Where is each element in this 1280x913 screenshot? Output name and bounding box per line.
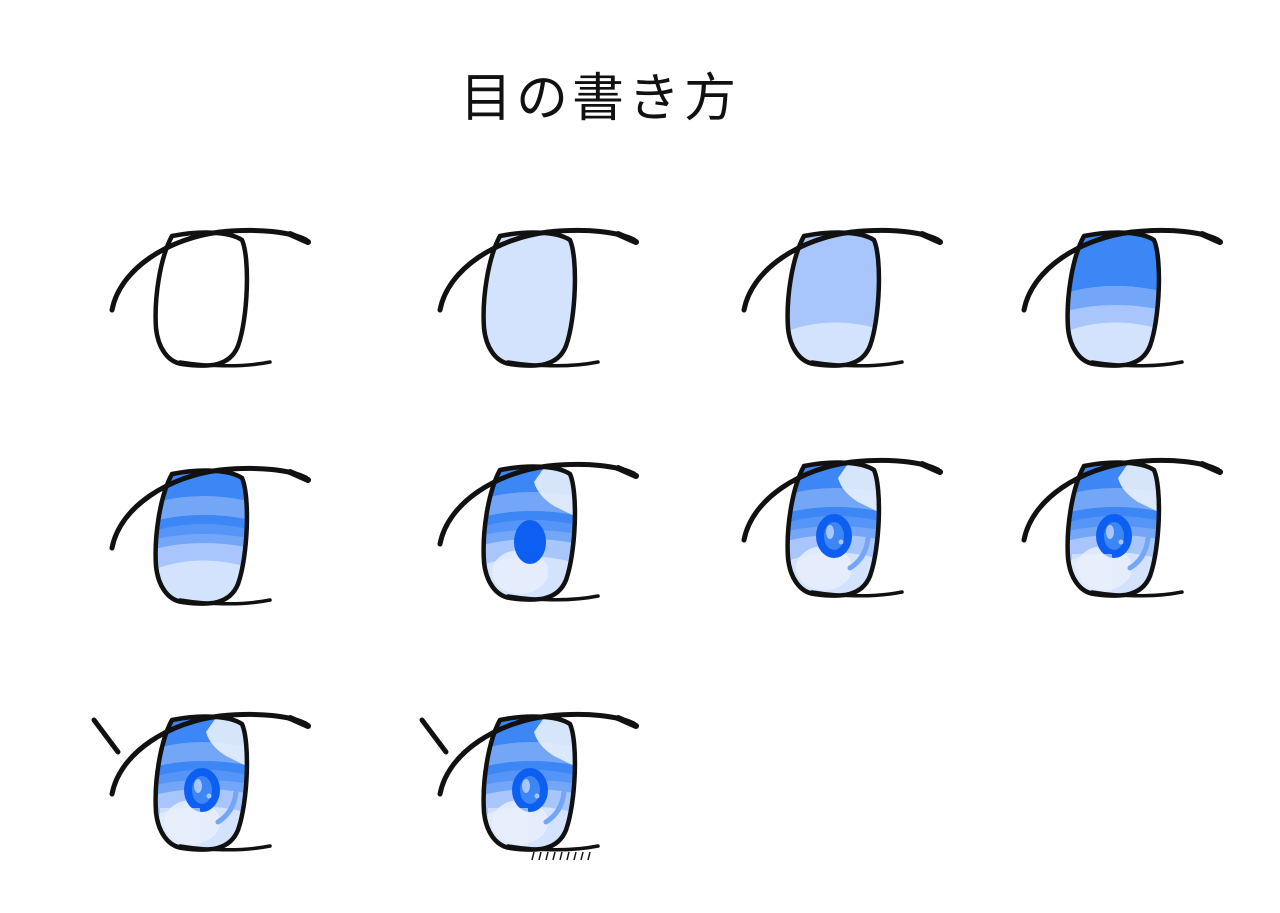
eye-outline — [1065, 460, 1162, 598]
lower-lashes — [531, 851, 591, 861]
upper-lash-line — [109, 711, 309, 797]
lower-lid-line — [506, 360, 600, 368]
lower-lid-line — [178, 844, 272, 852]
eye-outline — [481, 464, 578, 602]
lower-lid-line — [178, 360, 272, 368]
lower-lid-line — [506, 594, 600, 602]
lower-lid-line — [810, 590, 904, 598]
eye-outline — [785, 460, 882, 598]
upper-lash-line — [1021, 227, 1221, 313]
upper-lash-line — [437, 711, 637, 797]
iris-fill — [1067, 462, 1159, 596]
upper-lash-line — [741, 457, 941, 543]
lower-lid-line — [506, 844, 600, 852]
upper-lash-line — [109, 465, 309, 551]
eye-outline — [153, 230, 250, 368]
iris-fill — [155, 470, 247, 604]
iris-fill — [483, 232, 575, 366]
lower-lid-line — [1090, 590, 1184, 598]
eye-outline — [481, 714, 578, 852]
eye-outline — [153, 468, 250, 606]
eye-outline — [481, 230, 578, 368]
eye-step-3 — [741, 227, 943, 368]
eye-step-2 — [437, 227, 639, 368]
eye-step-8 — [1021, 457, 1223, 598]
eye-outline — [1065, 230, 1162, 368]
upper-lash-line — [437, 461, 637, 547]
lower-lid-line — [178, 598, 272, 606]
outer-eyelash — [91, 717, 121, 755]
pupil — [514, 520, 546, 564]
eye-step-10 — [419, 711, 639, 861]
eye-step-9 — [91, 711, 311, 852]
upper-lash-line — [1021, 457, 1221, 543]
eye-step-5 — [109, 465, 311, 606]
page-title: 目の書き方 — [459, 69, 740, 129]
eye-step-6 — [437, 461, 639, 602]
eye-outline — [153, 714, 250, 852]
upper-lash-line — [437, 227, 637, 313]
upper-lash-line — [741, 227, 941, 313]
lower-lid-line — [810, 360, 904, 368]
lower-lid-line — [1090, 360, 1184, 368]
outer-eyelash — [419, 717, 449, 755]
eye-step-1 — [109, 227, 311, 368]
eye-outline — [785, 230, 882, 368]
eye-step-4 — [1021, 227, 1223, 368]
upper-lash-line — [109, 227, 309, 313]
eye-step-7 — [741, 457, 943, 598]
iris-fill — [483, 716, 575, 850]
iris-fill — [787, 462, 879, 596]
